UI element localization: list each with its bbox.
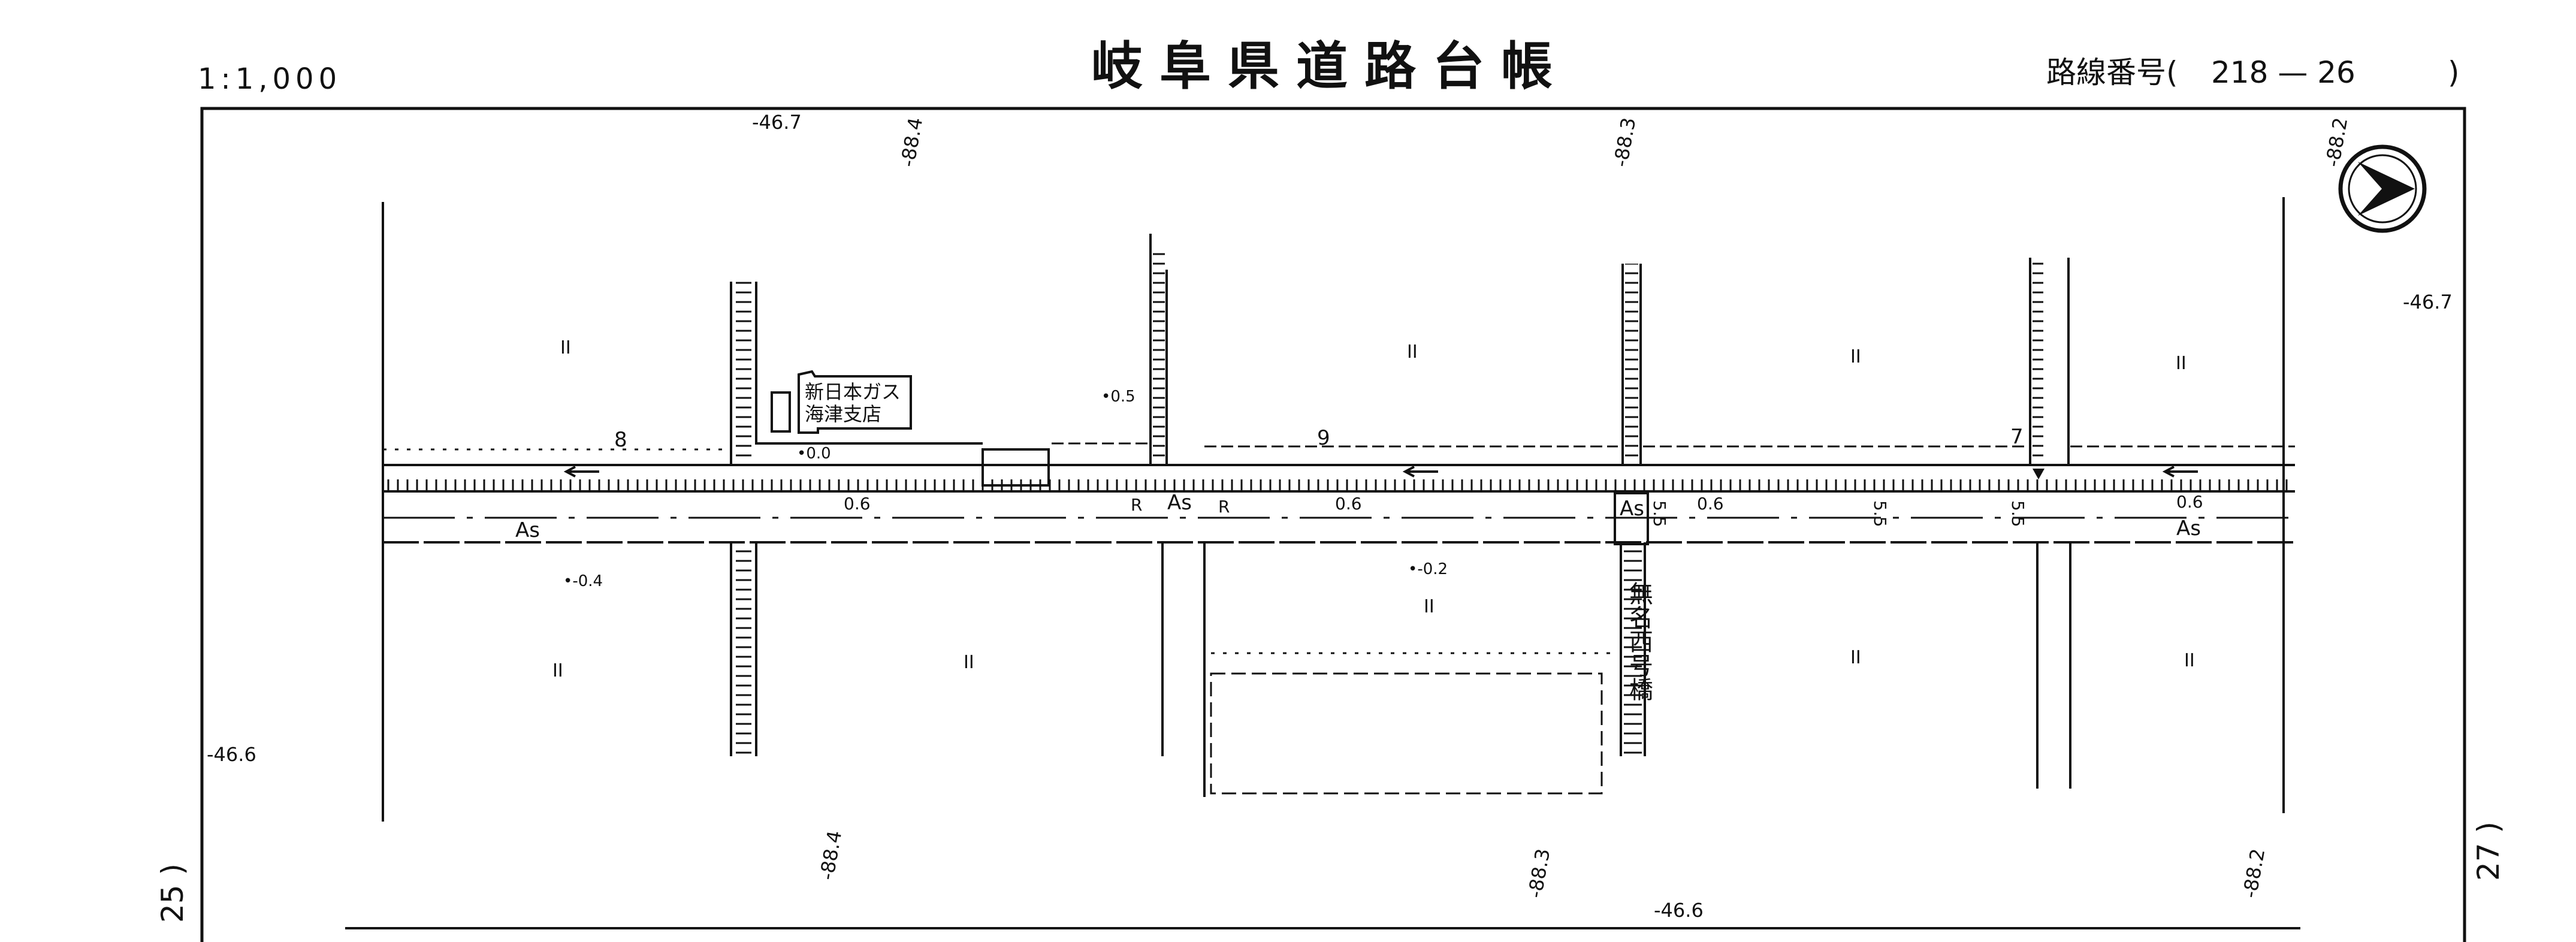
map-frame <box>200 107 2466 942</box>
svg-text:-46.6: -46.6 <box>1654 899 1704 922</box>
svg-text:As: As <box>1620 497 1644 521</box>
svg-text:•0.5: •0.5 <box>1101 388 1136 406</box>
svg-text:-46.6: -46.6 <box>207 743 256 766</box>
svg-text:II: II <box>1424 596 1435 617</box>
svg-text:5.5: 5.5 <box>1650 500 1669 527</box>
route-close: ) <box>2448 55 2460 90</box>
svg-text:II: II <box>964 652 974 673</box>
route-label: 路線番号( <box>2046 55 2178 90</box>
svg-text:0.6: 0.6 <box>2176 492 2203 512</box>
svg-text:0.6: 0.6 <box>1335 494 1362 514</box>
svg-text:0.6: 0.6 <box>844 494 871 514</box>
svg-text:II: II <box>1850 346 1861 367</box>
svg-text:8: 8 <box>614 428 627 452</box>
svg-text:0.6: 0.6 <box>1697 494 1724 514</box>
svg-text:II: II <box>2176 353 2187 374</box>
elev-top-left: -46.7 <box>752 111 802 134</box>
svg-text:As: As <box>515 518 540 542</box>
svg-text:II: II <box>552 660 563 681</box>
svg-text:-46.7: -46.7 <box>2403 291 2453 313</box>
right-sheet-ref: 27 ) <box>2471 822 2506 881</box>
north-arrow-icon <box>2338 144 2427 233</box>
land-use-labels: II II II II II II II II II <box>552 337 2195 681</box>
svg-text:As: As <box>2176 517 2201 541</box>
svg-text:II: II <box>2184 650 2195 671</box>
svg-text:5.5: 5.5 <box>2008 500 2028 527</box>
bridge-label: 無名西号橋 <box>1625 581 1653 701</box>
side-streets-north <box>730 234 2070 465</box>
svg-text:-88.2: -88.2 <box>2238 847 2269 899</box>
elevation-labels: -46.7 -88.4 -88.3 -88.2 -46.7 -46.6 -88.… <box>207 111 2453 922</box>
bridge-marker <box>1614 492 1649 545</box>
left-arrow-icon <box>563 466 2198 478</box>
svg-text:II: II <box>1850 647 1861 668</box>
svg-text:R: R <box>1131 495 1142 515</box>
main-road <box>383 442 2295 544</box>
svg-text:-88.4: -88.4 <box>815 829 846 881</box>
route-number: 218 — 26 <box>2211 55 2355 90</box>
svg-text:無名西号橋: 無名西号橋 <box>1625 581 1653 701</box>
road-annotations: 8 9 7 0.6 0.6 0.6 0.6 5.5 5.5 5.5 As As … <box>515 425 2203 542</box>
page-title: 岐阜県道路台帳 <box>1091 37 1569 96</box>
building-gas-company: 新日本ガス 海津支店 <box>771 370 912 434</box>
svg-text:•-0.2: •-0.2 <box>1408 560 1448 578</box>
svg-text:•-0.4: •-0.4 <box>563 572 603 590</box>
svg-text:•0.0: •0.0 <box>797 445 831 463</box>
svg-text:5.5: 5.5 <box>1870 500 1890 527</box>
svg-text:-88.4: -88.4 <box>896 116 927 168</box>
svg-text:海津支店: 海津支店 <box>805 403 881 425</box>
svg-text:As: As <box>1167 491 1192 515</box>
triangle-marker-icon <box>2033 469 2045 479</box>
left-sheet-ref: 25 ) <box>155 864 190 923</box>
spot-heights: •0.5 •0.0 •-0.4 •-0.2 <box>563 388 1448 590</box>
svg-text:II: II <box>1407 342 1418 363</box>
svg-text:7: 7 <box>2010 425 2024 449</box>
scale-label: 1:1,000 <box>198 62 342 96</box>
svg-text:-88.2: -88.2 <box>2321 116 2352 168</box>
svg-text:9: 9 <box>1317 426 1330 450</box>
svg-text:新日本ガス: 新日本ガス <box>805 381 901 403</box>
svg-text:II: II <box>560 337 571 358</box>
svg-text:-88.3: -88.3 <box>1523 847 1554 899</box>
side-streets-south <box>730 542 2071 797</box>
svg-text:R: R <box>1218 497 1230 517</box>
svg-text:-88.3: -88.3 <box>1609 116 1640 168</box>
